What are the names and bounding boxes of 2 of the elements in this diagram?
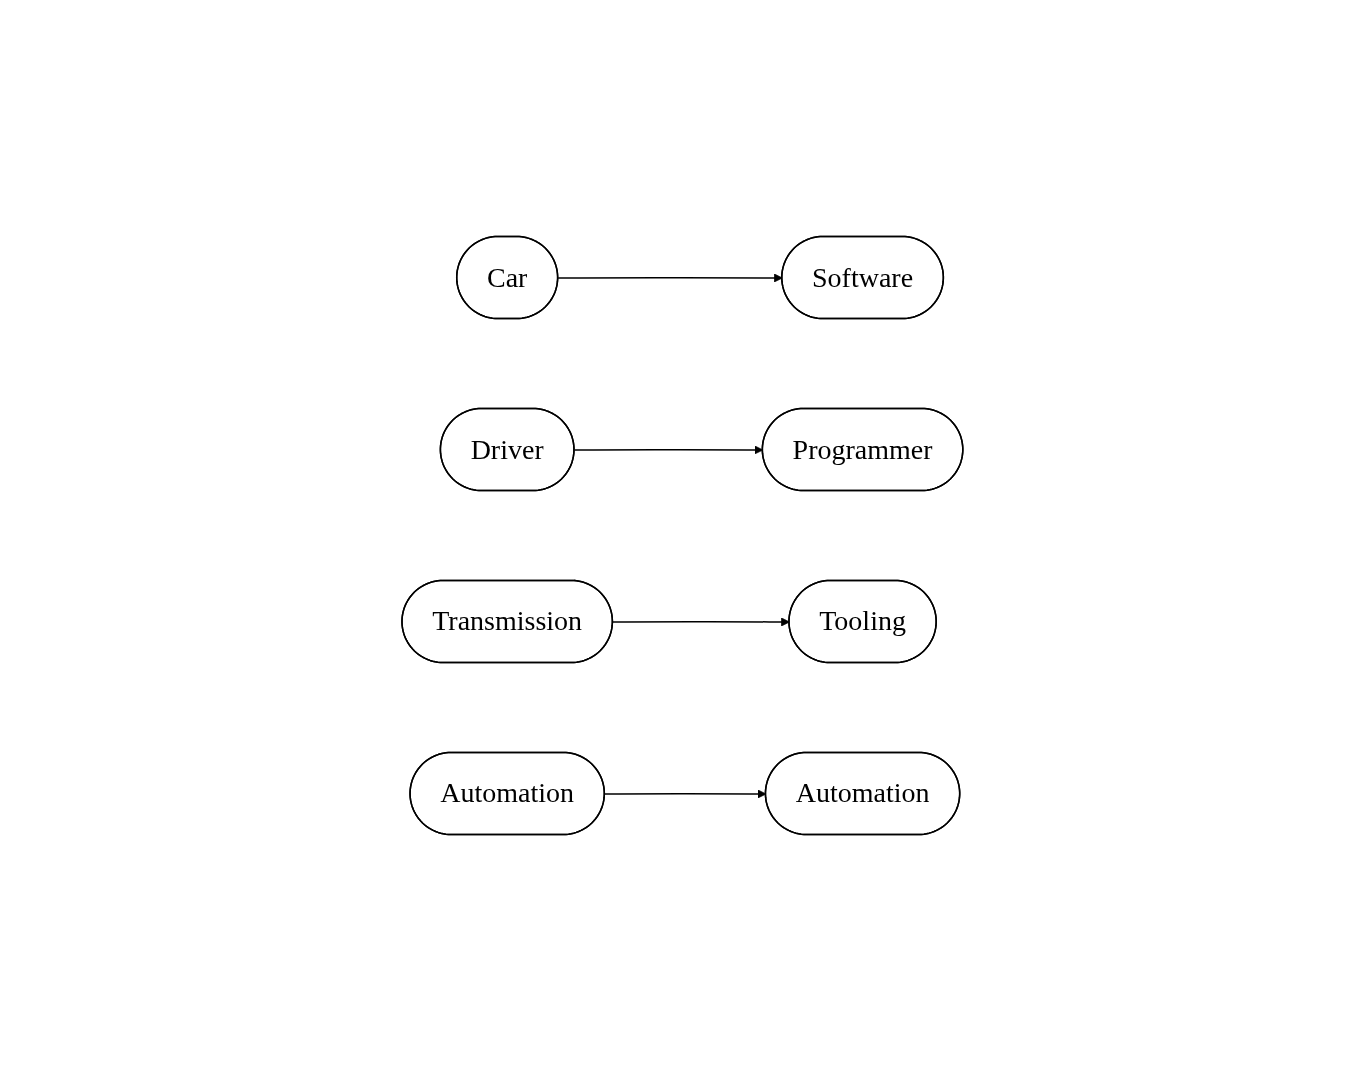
arrow bbox=[612, 617, 790, 627]
arrow bbox=[557, 273, 783, 283]
